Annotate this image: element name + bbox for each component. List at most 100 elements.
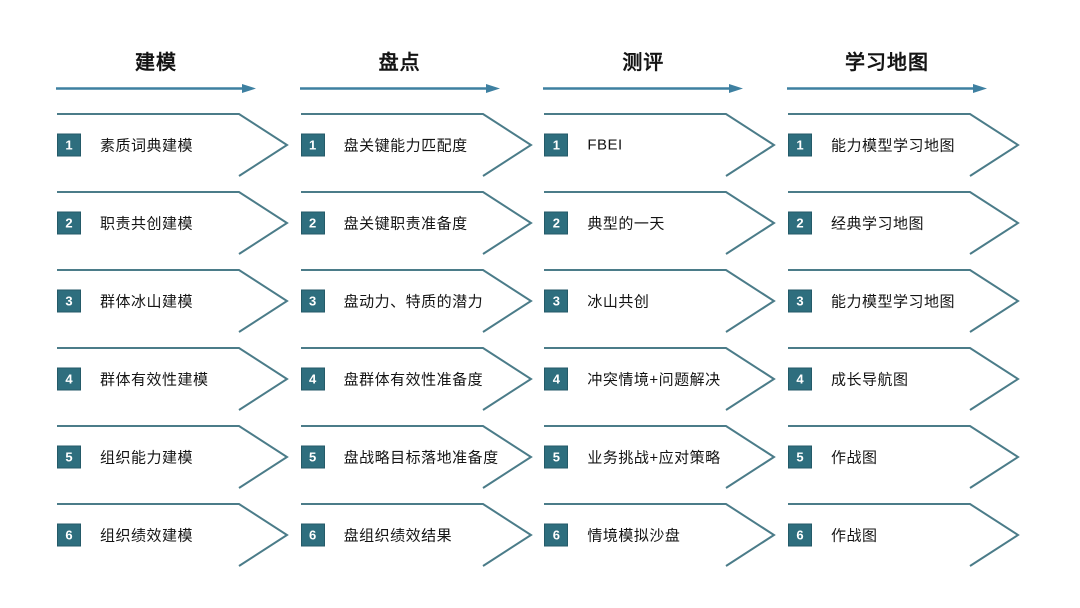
step-label: 盘群体有效性准备度 (343, 371, 484, 389)
step-number-badge: 1 (300, 133, 325, 157)
column-header: 测评 (543, 50, 744, 94)
step-label: 作战图 (830, 449, 878, 467)
step-number-badge: 2 (57, 211, 81, 235)
process-step: 6 盘组织绩效结果 (300, 503, 533, 567)
step-label: 群体冰山建模 (100, 293, 194, 311)
chevron-arrow-icon (300, 425, 533, 489)
step-number-badge: 1 (57, 133, 81, 157)
step-number-badge: 2 (300, 211, 325, 235)
step-label: 经典学习地图 (830, 215, 924, 233)
process-step: 3 盘动力、特质的潜力 (300, 269, 533, 333)
process-step: 6 情境模拟沙盘 (543, 503, 776, 567)
process-step: 5 组织能力建模 (56, 425, 289, 489)
step-number-badge: 2 (544, 211, 569, 235)
step-label: 成长导航图 (830, 371, 909, 389)
chevron-arrow-icon (543, 113, 776, 177)
step-label: 典型的一天 (587, 215, 665, 233)
process-step: 4 群体有效性建模 (56, 347, 289, 411)
chevron-arrow-icon (300, 503, 533, 567)
header-arrow-icon (543, 84, 744, 93)
step-number-badge: 2 (787, 211, 812, 235)
chevron-arrow-icon (56, 191, 289, 255)
column-title: 测评 (622, 52, 665, 74)
process-step: 1 素质词典建模 (56, 113, 289, 177)
chevron-arrow-icon (300, 347, 533, 411)
step-label: 组织能力建模 (100, 449, 194, 467)
steps-list: 1 能力模型学习地图 2 经典学习地图 3 能力模型学习地图 4 成长导航图 5… (787, 113, 1020, 567)
steps-list: 1 FBEI 2 典型的一天 3 冰山共创 4 冲突情境+问题解决 5 业务挑战… (543, 113, 776, 567)
chevron-arrow-icon (543, 191, 776, 255)
step-number-badge: 5 (544, 445, 569, 469)
process-column: 盘点 1 盘关键能力匹配度 2 盘关键职责准备度 3 盘动力、特质的潜力 4 盘… (299, 50, 533, 608)
step-label: 能力模型学习地图 (830, 137, 955, 155)
header-arrow-icon (56, 84, 256, 93)
chevron-arrow-icon (787, 113, 1020, 177)
step-number-badge: 4 (787, 367, 812, 391)
process-step: 5 作战图 (787, 425, 1020, 489)
process-step: 2 职责共创建模 (56, 191, 289, 255)
chevron-arrow-icon (300, 269, 533, 333)
step-number-badge: 3 (544, 289, 569, 313)
chevron-arrow-icon (543, 347, 776, 411)
step-label: 盘组织绩效结果 (343, 527, 453, 545)
chevron-arrow-icon (787, 191, 1020, 255)
step-number-badge: 4 (57, 367, 81, 391)
step-label: 盘战略目标落地准备度 (343, 449, 499, 467)
process-step: 1 盘关键能力匹配度 (300, 113, 533, 177)
column-title: 盘点 (378, 52, 421, 74)
step-number-badge: 4 (544, 367, 569, 391)
chevron-arrow-icon (787, 425, 1020, 489)
step-number-badge: 6 (57, 523, 81, 547)
column-header: 学习地图 (786, 50, 987, 94)
chevron-arrow-icon (56, 503, 289, 567)
process-column: 测评 1 FBEI 2 典型的一天 3 冰山共创 4 冲突情境+问题解决 (543, 50, 776, 608)
process-step: 2 经典学习地图 (787, 191, 1020, 255)
chevron-arrow-icon (300, 113, 533, 177)
process-step: 6 作战图 (787, 503, 1020, 567)
step-label: 盘关键职责准备度 (343, 215, 468, 233)
step-label: 素质词典建模 (100, 137, 194, 155)
chevron-arrow-icon (543, 503, 776, 567)
chevron-arrow-icon (787, 269, 1020, 333)
header-arrow-icon (786, 84, 987, 93)
step-number-badge: 1 (787, 133, 812, 157)
step-label: 盘动力、特质的潜力 (343, 293, 484, 311)
steps-list: 1 素质词典建模 2 职责共创建模 3 群体冰山建模 4 群体有效性建模 5 组… (56, 113, 289, 567)
step-label: 冰山共创 (587, 293, 650, 311)
column-title: 建模 (135, 52, 177, 74)
step-label: 能力模型学习地图 (830, 293, 955, 311)
process-step: 4 冲突情境+问题解决 (543, 347, 776, 411)
process-step: 2 典型的一天 (543, 191, 776, 255)
step-number-badge: 5 (57, 445, 81, 469)
step-number-badge: 4 (300, 367, 325, 391)
process-column: 学习地图 1 能力模型学习地图 2 经典学习地图 3 能力模型学习地图 4 成长… (786, 50, 1020, 608)
process-step: 4 成长导航图 (787, 347, 1020, 411)
column-title: 学习地图 (844, 52, 929, 74)
process-step: 1 FBEI (543, 113, 776, 177)
step-label: 作战图 (830, 527, 878, 545)
step-label: 冲突情境+问题解决 (587, 371, 721, 389)
step-number-badge: 5 (787, 445, 812, 469)
chevron-arrow-icon (56, 347, 289, 411)
chevron-arrow-icon (56, 425, 289, 489)
header-arrow-icon (299, 84, 500, 93)
chevron-arrow-icon (543, 269, 776, 333)
step-number-badge: 6 (300, 523, 325, 547)
chevron-arrow-icon (300, 191, 533, 255)
process-step: 6 组织绩效建模 (56, 503, 289, 567)
column-header: 建模 (56, 50, 256, 94)
step-label: 盘关键能力匹配度 (343, 137, 468, 155)
chevron-arrow-icon (787, 347, 1020, 411)
step-label: 组织绩效建模 (100, 527, 194, 545)
process-step: 3 能力模型学习地图 (787, 269, 1020, 333)
step-label: 职责共创建模 (100, 215, 194, 233)
step-number-badge: 6 (544, 523, 569, 547)
process-step: 4 盘群体有效性准备度 (300, 347, 533, 411)
column-header: 盘点 (299, 50, 500, 94)
process-column: 建模 1 素质词典建模 2 职责共创建模 3 群体冰山建模 4 群体有效性建模 (56, 50, 289, 608)
step-number-badge: 1 (544, 133, 569, 157)
steps-list: 1 盘关键能力匹配度 2 盘关键职责准备度 3 盘动力、特质的潜力 4 盘群体有… (300, 113, 533, 567)
process-step: 5 盘战略目标落地准备度 (300, 425, 533, 489)
chevron-arrow-icon (543, 425, 776, 489)
